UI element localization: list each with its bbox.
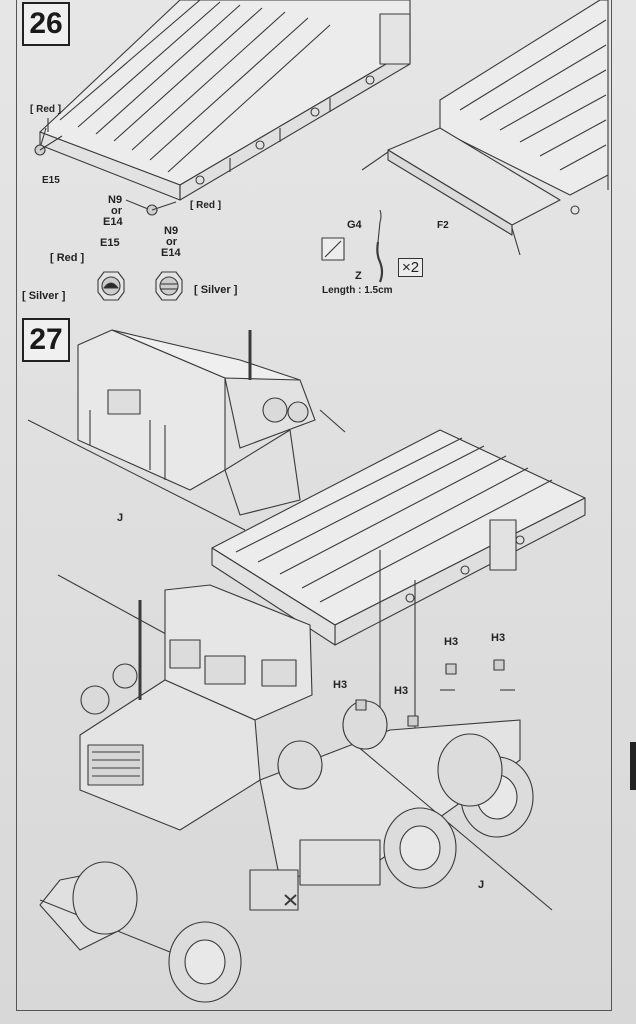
step-number-27: 27: [22, 318, 70, 362]
label-h3-a: H3: [444, 636, 459, 648]
label-f2: F2: [437, 220, 449, 231]
label-silver-left: [ Silver ]: [22, 290, 66, 302]
h3-parts: [355, 659, 505, 727]
label-g4: G4: [347, 219, 362, 231]
label-e15-top: E15: [42, 175, 60, 186]
wheel-hubs-e15: [34, 135, 177, 216]
label-h3-d: H3: [394, 685, 409, 697]
label-h3-b: H3: [491, 632, 506, 644]
cargo-bed-step27: [211, 429, 586, 770]
label-j-bottom: J: [478, 879, 485, 891]
chain-detail: [321, 209, 384, 283]
label-h3-c: H3: [333, 679, 348, 691]
multiplier-badge: ×2: [398, 258, 424, 277]
step-number-26: 26: [22, 2, 70, 46]
truck-chassis: [39, 574, 553, 961]
label-red-detail: [ Red ]: [50, 252, 85, 264]
cab-assembly-top: [27, 329, 346, 531]
label-n9-detail: N9: [164, 225, 179, 237]
label-e14: E14: [103, 216, 123, 228]
page-edge-tab: [630, 742, 636, 790]
tailgate-assembly: [361, 0, 609, 256]
label-e14-detail: E14: [161, 247, 181, 259]
label-or-2: or: [166, 236, 177, 248]
label-j-top: J: [117, 512, 124, 524]
label-or-1: or: [111, 205, 122, 217]
label-length: Length : 1.5cm: [322, 285, 393, 296]
label-red-mid: [ Red ]: [190, 200, 222, 211]
label-silver-right: [ Silver ]: [194, 284, 238, 296]
hub-cap-details: [97, 271, 183, 301]
page-frame: [16, 0, 612, 1011]
label-e15-detail: E15: [100, 237, 120, 249]
truck-tires: [72, 700, 534, 1003]
cargo-bed-step26: [39, 0, 411, 201]
label-z: Z: [355, 270, 362, 282]
label-red-top: [ Red ]: [30, 104, 62, 115]
label-n9: N9: [108, 194, 123, 206]
